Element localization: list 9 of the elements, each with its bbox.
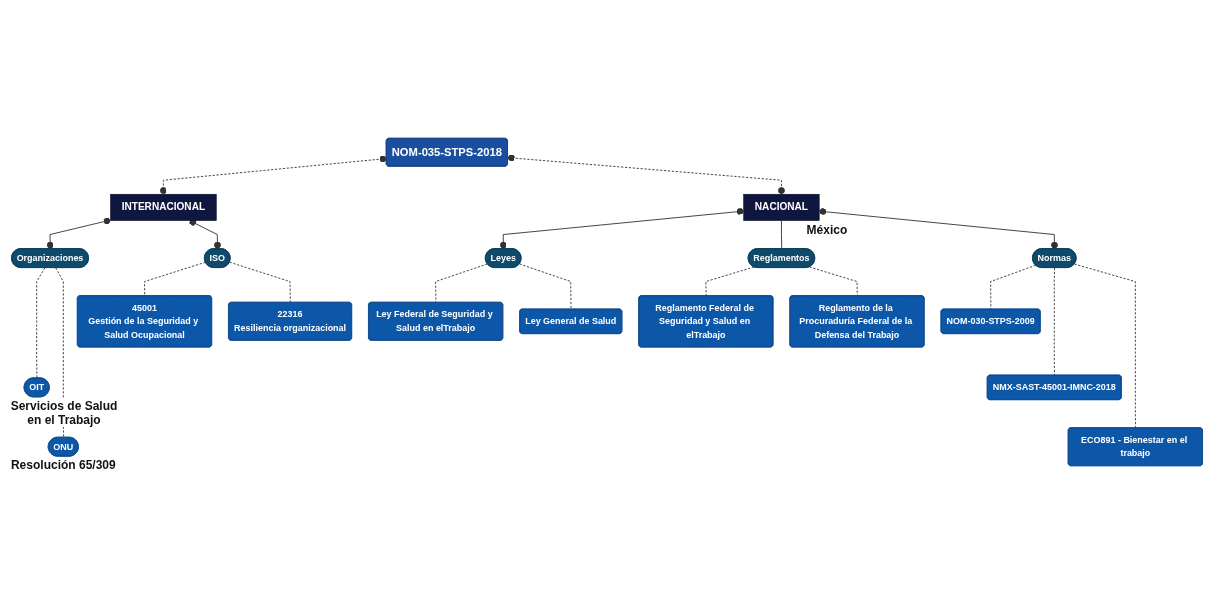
node-box: [110, 193, 217, 221]
node-caption: México: [804, 222, 850, 237]
connector: [1053, 267, 1055, 376]
connector: [519, 263, 572, 310]
connector: [435, 263, 488, 303]
connector: [781, 220, 783, 250]
connector: [55, 267, 64, 438]
connector: [990, 264, 1037, 310]
node-box: [743, 193, 820, 221]
